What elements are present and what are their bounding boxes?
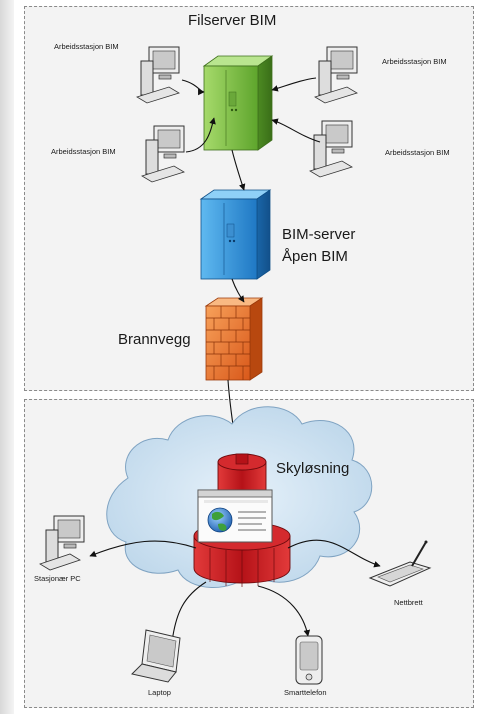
desktop-pc-label: Stasjonær PC — [34, 574, 81, 583]
connector — [271, 118, 321, 143]
workstation-label: Arbeidsstasjon BIM — [385, 148, 450, 157]
workstation-icon — [141, 125, 185, 183]
connector — [169, 581, 207, 643]
workstation-label: Arbeidsstasjon BIM — [54, 42, 119, 51]
tablet-icon — [368, 540, 432, 587]
cloud-label: Skyløsning — [276, 460, 350, 477]
connector — [231, 149, 246, 191]
connector — [271, 77, 317, 92]
file-server-title: Filserver BIM — [188, 12, 277, 29]
device-connectors — [89, 539, 381, 643]
firewall-icon — [204, 297, 264, 381]
connector — [257, 585, 311, 637]
bim-server-icon — [199, 189, 272, 280]
cloud-server-icon — [193, 453, 291, 587]
page-edge-shadow — [0, 0, 14, 714]
file-server-icon — [202, 55, 274, 151]
bim-server-label-line1: BIM-server — [282, 226, 356, 243]
bim-server-label-line2: Åpen BIM — [282, 248, 348, 265]
firewall-label: Brannvegg — [118, 331, 191, 348]
smartphone-icon — [295, 635, 323, 685]
browser-window-icon — [197, 489, 273, 543]
connector — [231, 278, 245, 303]
tablet-label: Nettbrett — [394, 598, 423, 607]
workstation-icon — [314, 46, 358, 104]
connector — [185, 117, 216, 153]
connector — [89, 540, 197, 557]
laptop-icon — [131, 629, 181, 683]
workstation-icon — [309, 120, 353, 178]
laptop-label: Laptop — [148, 688, 171, 697]
smartphone-label: Smarttelefon — [284, 688, 327, 697]
workstation-label: Arbeidsstasjon BIM — [382, 57, 447, 66]
connector — [287, 539, 381, 568]
workstation-connectors — [181, 77, 321, 461]
workstation-label: Arbeidsstasjon BIM — [51, 147, 116, 156]
workstation-icon — [136, 46, 180, 104]
connector — [181, 79, 205, 96]
desktop-pc-icon — [39, 515, 85, 571]
